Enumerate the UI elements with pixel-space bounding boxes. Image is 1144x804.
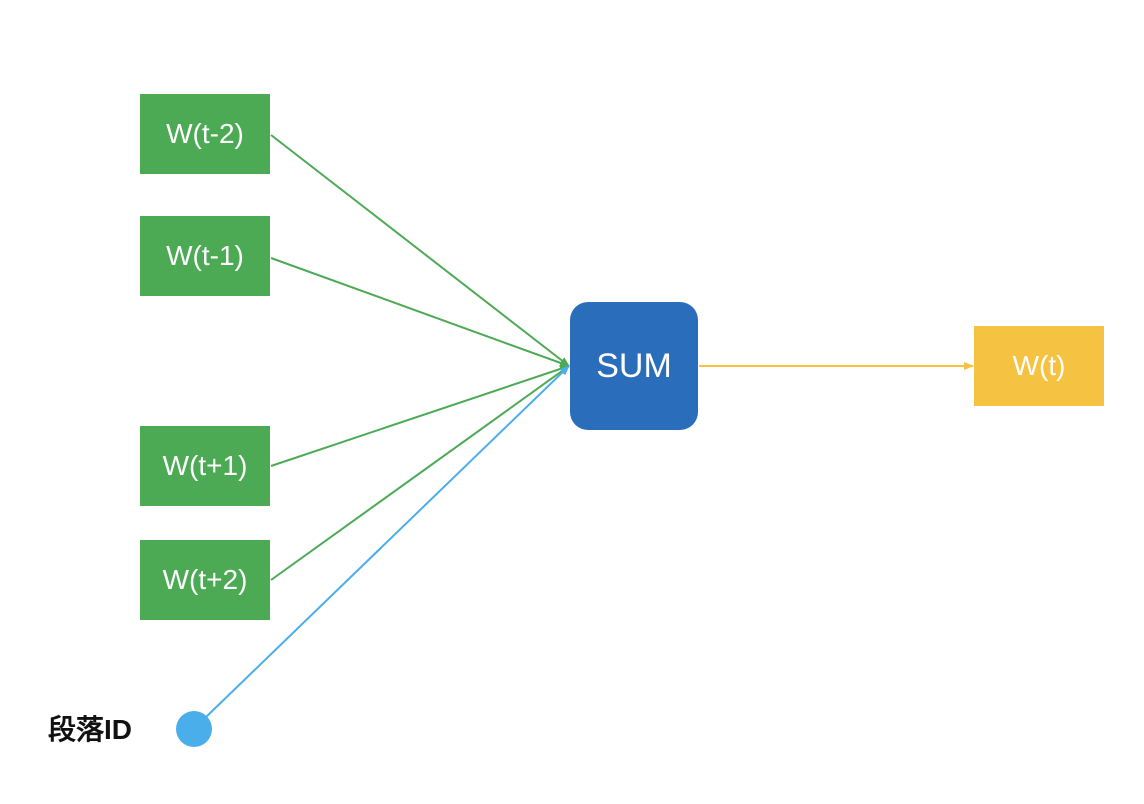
edge-paragraph-to-sum xyxy=(205,365,570,718)
input-node-w-t-plus-2: W(t+2) xyxy=(140,540,270,620)
sum-node: SUM xyxy=(570,302,698,430)
output-node-w-t: W(t) xyxy=(974,326,1104,406)
input-node-w-t-minus-2: W(t-2) xyxy=(140,94,270,174)
edge-w-t-plus-1-to-sum xyxy=(270,365,570,467)
edge-w-t-plus-2-to-sum xyxy=(270,365,570,581)
input-node-w-t-plus-1: W(t+1) xyxy=(140,426,270,506)
edge-w-t-minus-1-to-sum xyxy=(270,257,570,367)
paragraph-id-label: 段落ID xyxy=(48,714,133,745)
input-node-w-t-minus-1: W(t-1) xyxy=(140,216,270,296)
paragraph-id-dot xyxy=(176,711,212,747)
edge-w-t-minus-2-to-sum xyxy=(270,134,570,367)
